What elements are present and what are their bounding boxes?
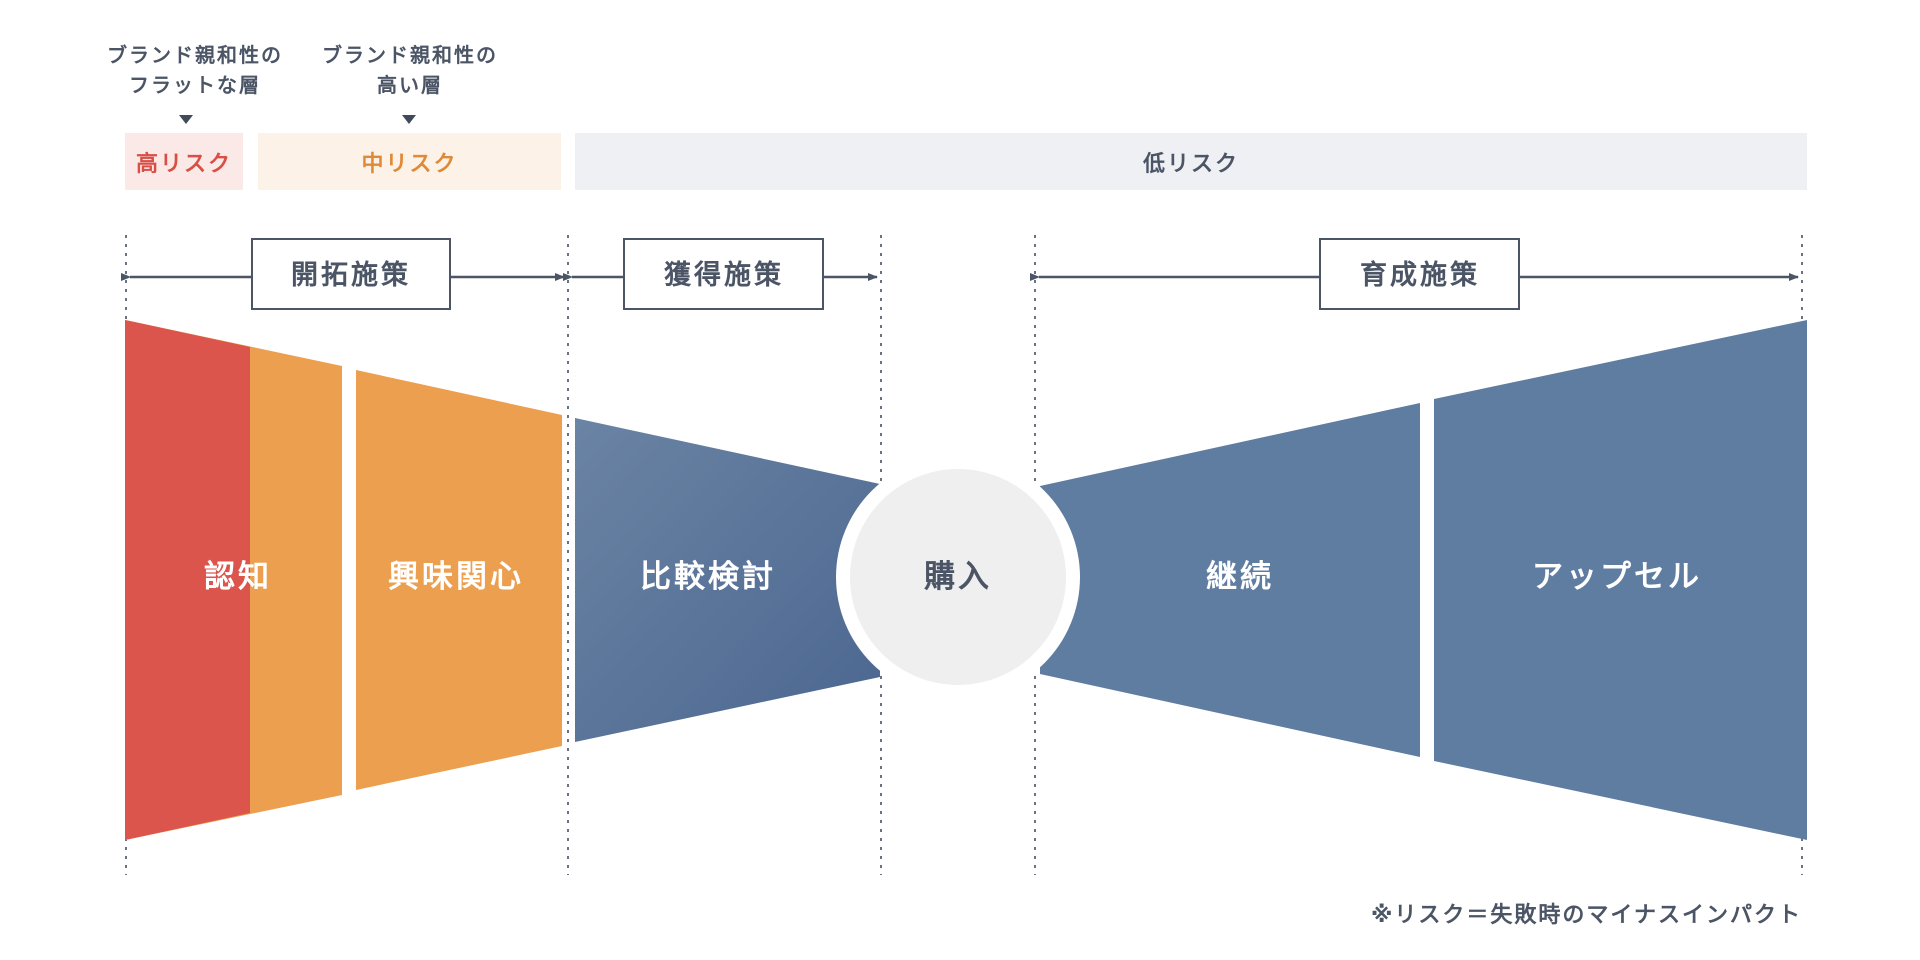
risk-band-high: 高リスク: [125, 133, 243, 190]
stage-label-comparison: 比較検討: [640, 559, 776, 595]
retention-segment: [1040, 403, 1420, 757]
header-high-affinity: ブランド親和性の 高い層: [322, 43, 498, 97]
measure-label-acquire: 獲得施策: [664, 259, 784, 291]
purchase-circle: [850, 469, 1066, 685]
stage-label-retention: 継続: [1206, 559, 1274, 595]
awareness-segment-red: [125, 320, 250, 840]
footnote: ※リスク＝失敗時のマイナスインパクト: [1371, 903, 1802, 928]
measure-box-acquire: [623, 238, 824, 310]
stage-label-interest: 興味関心: [388, 559, 524, 595]
pointer-flat-icon: [179, 115, 193, 124]
comparison-segment: [575, 418, 880, 742]
stage-label-purchase: 購入: [924, 559, 992, 595]
risk-band-low: 低リスク: [575, 133, 1807, 190]
measure-label-nurture: 育成施策: [1360, 259, 1480, 291]
upsell-segment: [1434, 320, 1807, 840]
measure-boxes: 開拓施策 獲得施策 育成施策: [251, 238, 1520, 310]
stage-label-awareness: 認知: [204, 559, 272, 595]
pointer-high-icon: [402, 115, 416, 124]
risk-band-mid: 中リスク: [258, 133, 561, 190]
stage-label-upsell: アップセル: [1532, 559, 1702, 595]
measure-label-pioneer: 開拓施策: [291, 259, 411, 291]
measure-box-nurture: [1319, 238, 1520, 310]
interest-segment: [356, 370, 562, 790]
header-flat-affinity: ブランド親和性の フラットな層: [107, 43, 283, 97]
measure-box-pioneer: [251, 238, 451, 310]
